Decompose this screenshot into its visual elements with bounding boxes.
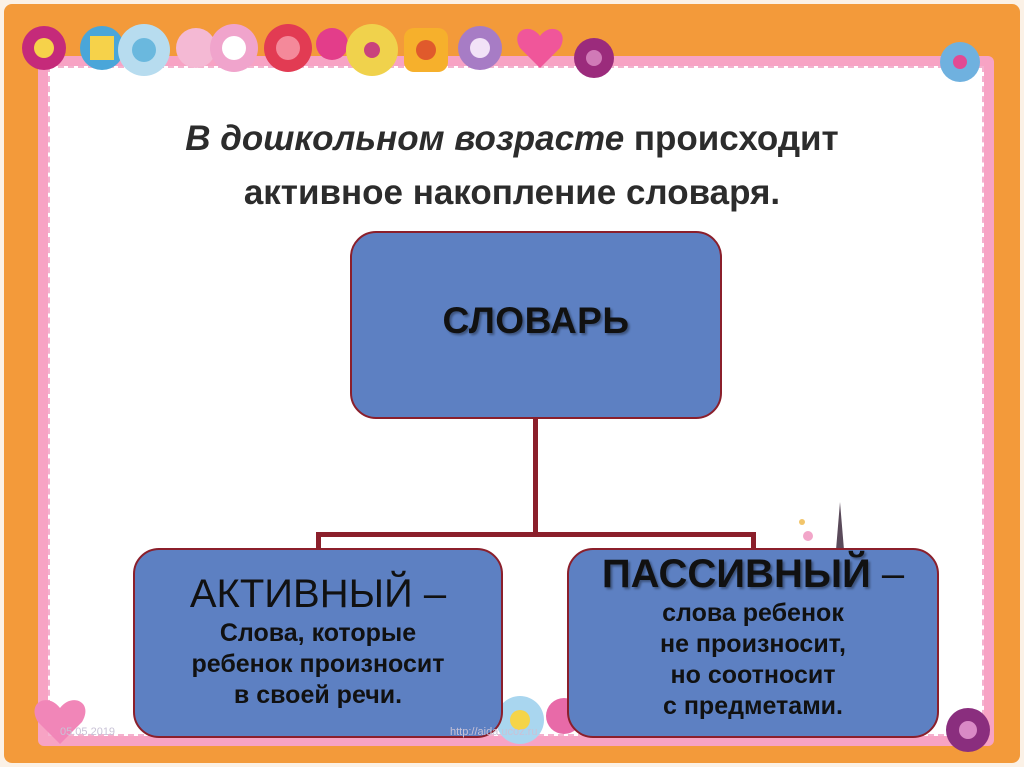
connector-horizontal [316, 532, 756, 537]
passive-node-desc-line-3: но соотносит [569, 660, 937, 691]
title-italic-part: В дошкольном возрасте [185, 119, 624, 158]
title-line-1: В дошкольном возрасте происходит [0, 112, 1024, 166]
passive-node-dash: – [871, 552, 904, 596]
title-line-2: активное накопление словаря. [0, 166, 1024, 220]
button-icon [316, 28, 348, 60]
button-icon [946, 708, 990, 752]
button-icon [22, 26, 66, 70]
passive-node-desc-line-2: не произносит, [569, 629, 937, 660]
footer-date: 05.05.2019 [60, 726, 115, 738]
passive-node-title-row: ПАССИВНЫЙ – [569, 550, 937, 598]
slide-title: В дошкольном возрасте происходит активно… [0, 112, 1024, 220]
root-node-label: СЛОВАРЬ [351, 300, 721, 342]
button-icon [210, 24, 258, 72]
button-icon [458, 26, 502, 70]
active-node-title: АКТИВНЫЙ – [135, 570, 501, 618]
passive-node-title: ПАССИВНЫЙ [602, 552, 871, 596]
star-icon [940, 42, 980, 82]
footer-url: http://aida.ucoz.ru [450, 726, 537, 738]
flower-icon [118, 24, 170, 76]
passive-node-desc-line-4: с предметами. [569, 691, 937, 722]
passive-node-box: ПАССИВНЫЙ – слова ребенок не произносит,… [567, 548, 939, 738]
passive-node-desc-line-1: слова ребенок [569, 598, 937, 629]
button-icon [264, 24, 312, 72]
active-node-desc-line-2: ребенок произносит [135, 649, 501, 680]
button-icon [346, 24, 398, 76]
heart-icon [517, 29, 562, 68]
button-icon [574, 38, 614, 78]
active-node-box: АКТИВНЫЙ – Слова, которые ребенок произн… [133, 548, 503, 738]
decorative-buttons-top [20, 22, 1010, 86]
active-node-desc-line-1: Слова, которые [135, 618, 501, 649]
title-rest: происходит [624, 119, 839, 158]
button-icon [80, 26, 124, 70]
button-icon [404, 28, 448, 72]
connector-vertical-root [533, 418, 538, 536]
active-node-desc-line-3: в своей речи. [135, 680, 501, 711]
